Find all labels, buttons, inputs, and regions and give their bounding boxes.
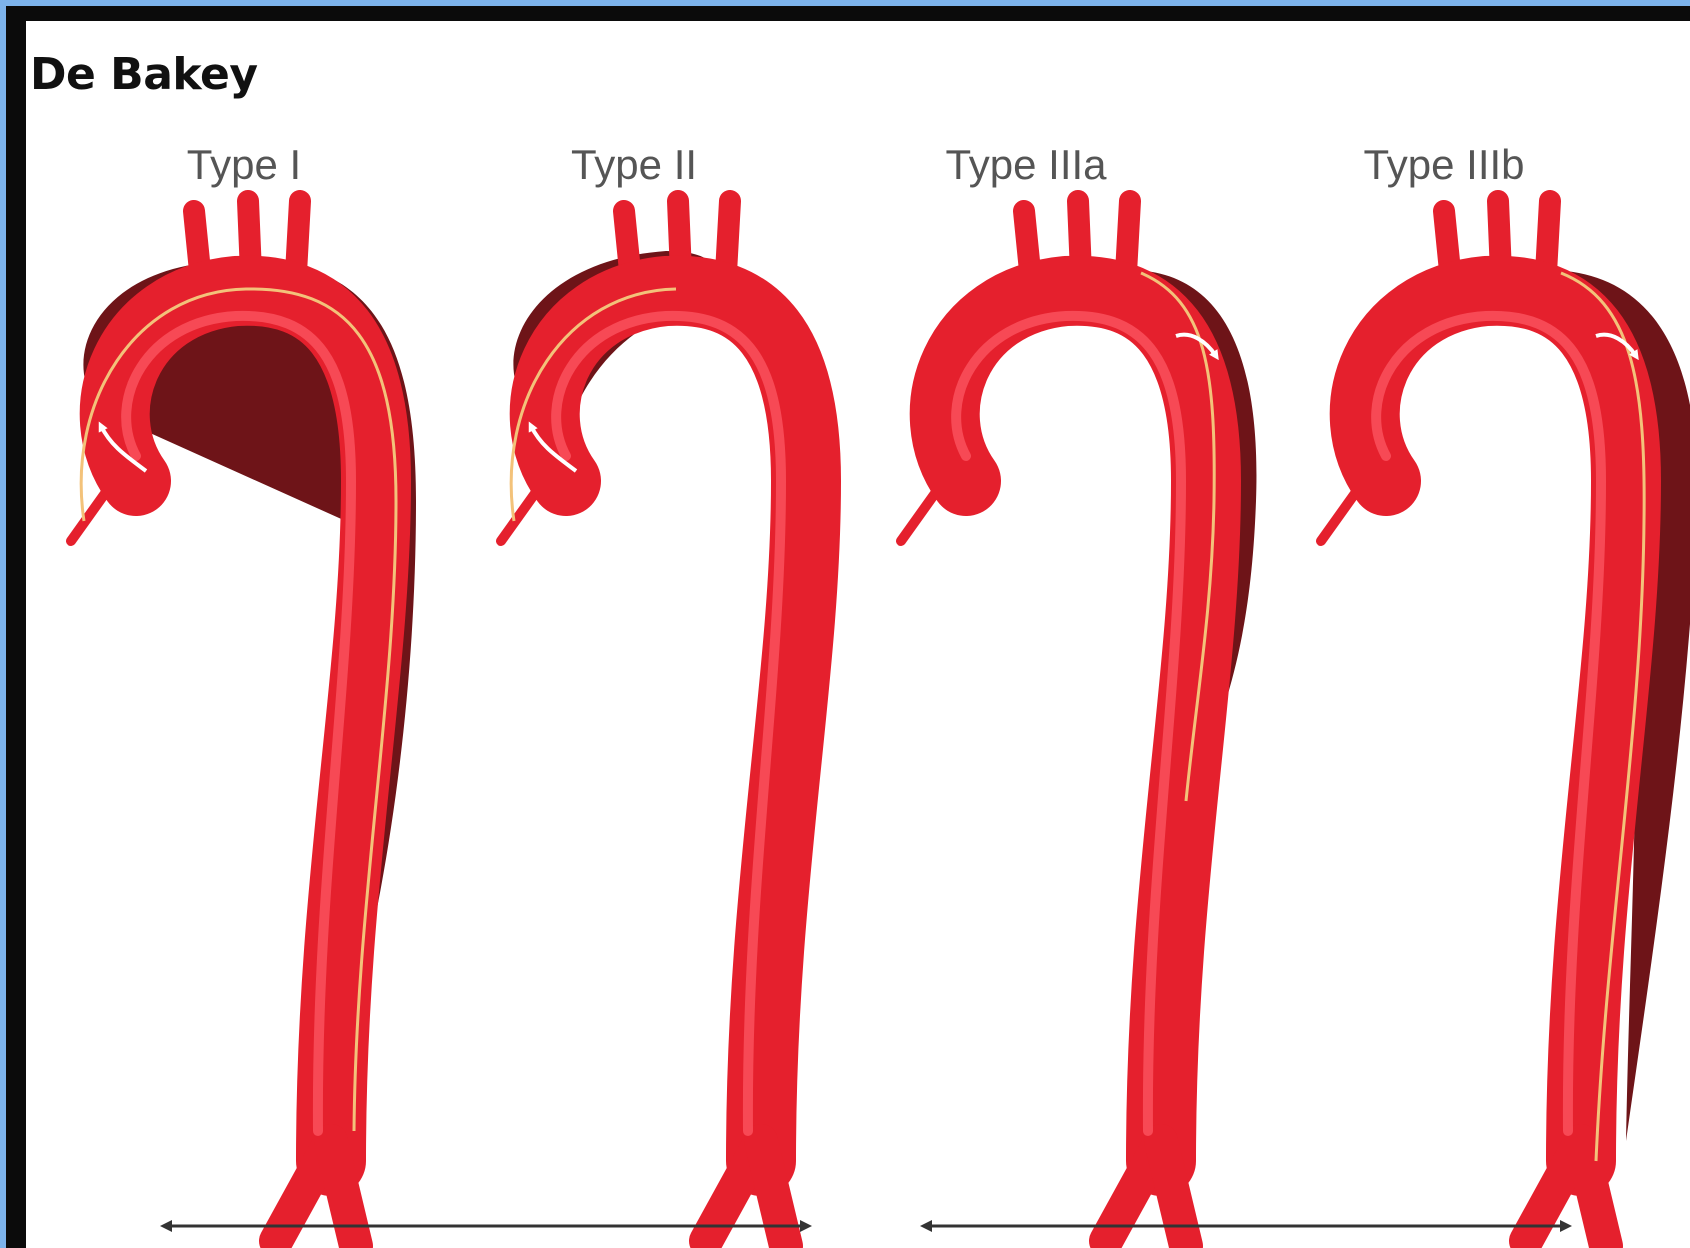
type-i-aorta: [71, 201, 416, 1246]
type-ii-aorta: [501, 201, 806, 1246]
type-iiia-aorta: [901, 201, 1256, 1246]
type-iiib-aorta: [1321, 201, 1690, 1246]
aorta-illustrations: [26, 21, 1690, 1248]
image-frame: De Bakey Type I Type II Type IIIa Type I…: [6, 6, 1690, 1248]
diagram-panel: De Bakey Type I Type II Type IIIa Type I…: [26, 21, 1690, 1248]
